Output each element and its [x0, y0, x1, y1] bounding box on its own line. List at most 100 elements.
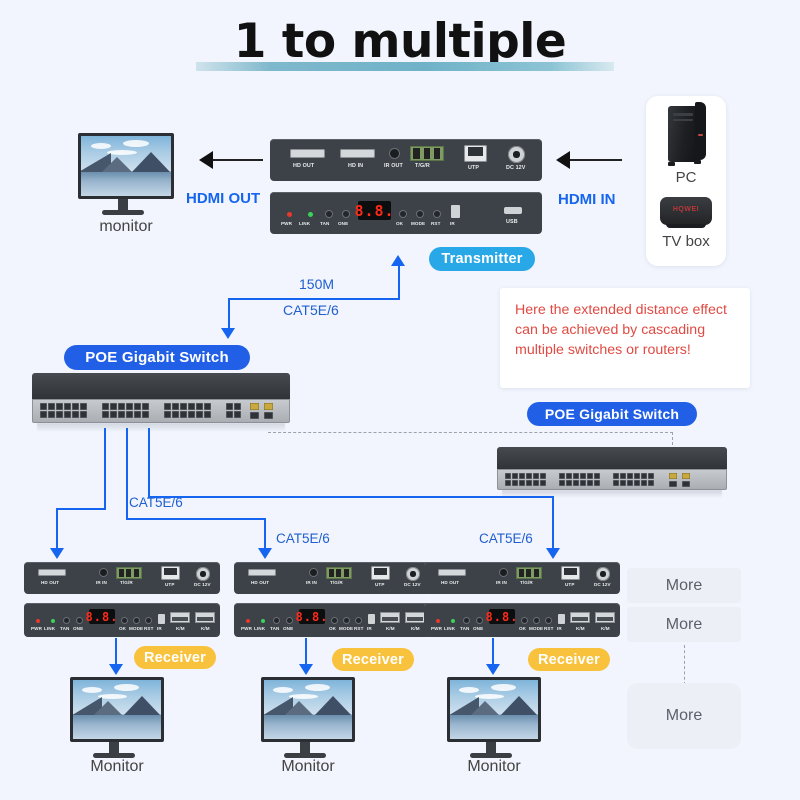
branch3-cable-label: CAT5E/6	[479, 531, 533, 546]
receiver-1-top-panel: HD OUT IR IN T/G/R UTP DC 12V	[24, 562, 220, 594]
receiver-display: 8.8.	[485, 609, 519, 624]
top-monitor	[78, 133, 174, 221]
branch1-drop-from-switch	[104, 428, 107, 510]
transmitter-led-label: TAN	[320, 221, 330, 226]
transmitter-hdout-port	[290, 149, 325, 158]
receiver-port-label: T/G/R	[520, 580, 533, 585]
switch-port-bank	[505, 473, 546, 486]
receiver-btn-ok[interactable]	[332, 618, 337, 623]
receiver-btn-one[interactable]	[287, 618, 292, 623]
switch-chassis-top	[32, 373, 290, 399]
more-box-1[interactable]: More	[627, 568, 741, 603]
receiver-led-pwr	[36, 619, 40, 623]
receiver-port-label: HD OUT	[441, 580, 460, 585]
more-box-3[interactable]: More	[627, 683, 741, 749]
bottom-monitor-1-label: Monitor	[90, 758, 144, 775]
receiver-btn-rst[interactable]	[356, 618, 361, 623]
receiver-km-label: K/M	[386, 626, 395, 631]
transmitter-usb-port	[504, 207, 522, 214]
tv-box-base	[666, 224, 706, 228]
bottom-monitor-screen	[261, 677, 355, 742]
receiver-dc-jack	[196, 567, 210, 581]
receiver3-to-monitor-line	[492, 638, 495, 666]
branch1-cable-label: CAT5E/6	[129, 495, 183, 510]
receiver-btn-tan[interactable]	[274, 618, 279, 623]
receiver-km-label: K/M	[411, 626, 420, 631]
switch-port-bank	[40, 403, 87, 418]
screen-cloud	[491, 684, 516, 691]
branch2-arrow	[257, 548, 272, 559]
pc-drive-slot	[673, 119, 693, 121]
receiver-btn-rst[interactable]	[546, 618, 551, 623]
branch1-drop-to-receiver	[56, 508, 59, 550]
transmitter-port-label: HD IN	[348, 163, 364, 169]
pc-foot	[668, 162, 675, 166]
receiver-btn-tan[interactable]	[64, 618, 69, 623]
screen-cloud	[305, 684, 330, 691]
bottom-monitor-base	[284, 753, 326, 758]
bottom-monitor-neck	[300, 742, 310, 754]
receiver-btn-mode[interactable]	[134, 618, 139, 623]
uplink-distance-label: 150M	[299, 276, 335, 292]
transmitter-btn-one[interactable]	[343, 211, 349, 217]
more-box-2[interactable]: More	[627, 607, 741, 642]
receiver2-to-monitor-line	[305, 638, 308, 666]
receiver-btn-one[interactable]	[477, 618, 482, 623]
more-dashed-connector	[684, 645, 685, 685]
screen-mountain	[283, 701, 315, 717]
switch-faceplate	[32, 399, 290, 423]
switch-sfp-port	[250, 412, 259, 419]
transmitter-dc-jack	[508, 146, 525, 163]
transmitter-utp-port	[464, 145, 487, 162]
transmitter-port-label: DC 12V	[506, 165, 526, 171]
receiver-btn-label: MODE	[129, 626, 144, 631]
switch-sfp-port	[682, 481, 690, 487]
receiver-2-top-panel: HD OUT IR IN T/G/R UTP DC 12V	[234, 562, 430, 594]
receiver-km-port	[570, 612, 590, 623]
receiver-btn-tan[interactable]	[464, 618, 469, 623]
receiver-btn-ok[interactable]	[122, 618, 127, 623]
receiver-tgr-terminal	[516, 567, 542, 579]
transmitter-btn-ok[interactable]	[400, 211, 406, 217]
transmitter-btn-tan[interactable]	[326, 211, 332, 217]
switch-sfp-port	[682, 473, 690, 479]
receiver-led-label: PWR	[31, 626, 43, 631]
receiver-display: 8.8.	[85, 609, 119, 624]
receiver-led-link	[451, 619, 455, 623]
transmitter-display: 8.8.	[354, 201, 395, 220]
transmitter-btn-mode[interactable]	[417, 211, 423, 217]
switch-port-bank	[226, 403, 241, 418]
receiver-led-pwr	[246, 619, 250, 623]
transmitter-btn-rst[interactable]	[434, 211, 440, 217]
uplink-line-vertical-left	[228, 298, 231, 330]
receiver-btn-one[interactable]	[77, 618, 82, 623]
branch2-horizontal	[126, 518, 266, 521]
switch-sfp-port	[264, 403, 273, 410]
receiver-utp-port	[371, 566, 390, 580]
receiver-irin-jack	[500, 569, 507, 576]
transmitter-btn-label: MODE	[411, 221, 426, 226]
receiver-port-label: DC 12V	[194, 582, 211, 587]
receiver-btn-label: MODE	[339, 626, 354, 631]
screen-cloud	[273, 687, 293, 693]
receiver-km-port	[595, 612, 615, 623]
receiver-btn-rst[interactable]	[146, 618, 151, 623]
receiver-km-port	[380, 612, 400, 623]
receiver-btn-mode[interactable]	[534, 618, 539, 623]
switch-chassis-top	[497, 447, 727, 469]
screen-cloud	[123, 140, 149, 147]
receiver-btn-ok[interactable]	[522, 618, 527, 623]
transmitter-hdin-port	[340, 149, 375, 158]
bottom-monitor-screen	[70, 677, 164, 742]
switch-reflection	[37, 423, 285, 432]
top-monitor-screen	[78, 133, 174, 199]
screen-mountain	[101, 157, 133, 173]
screen-water	[264, 715, 352, 739]
hdmi-out-arrow-line	[213, 159, 263, 161]
uplink-line-vertical-right	[398, 265, 401, 300]
screen-mountain	[122, 696, 161, 717]
transmitter-port-label: UTP	[468, 165, 480, 171]
receiver-btn-mode[interactable]	[344, 618, 349, 623]
tv-box: HQWEI	[660, 197, 712, 225]
transmitter-led-pwr	[287, 212, 292, 217]
